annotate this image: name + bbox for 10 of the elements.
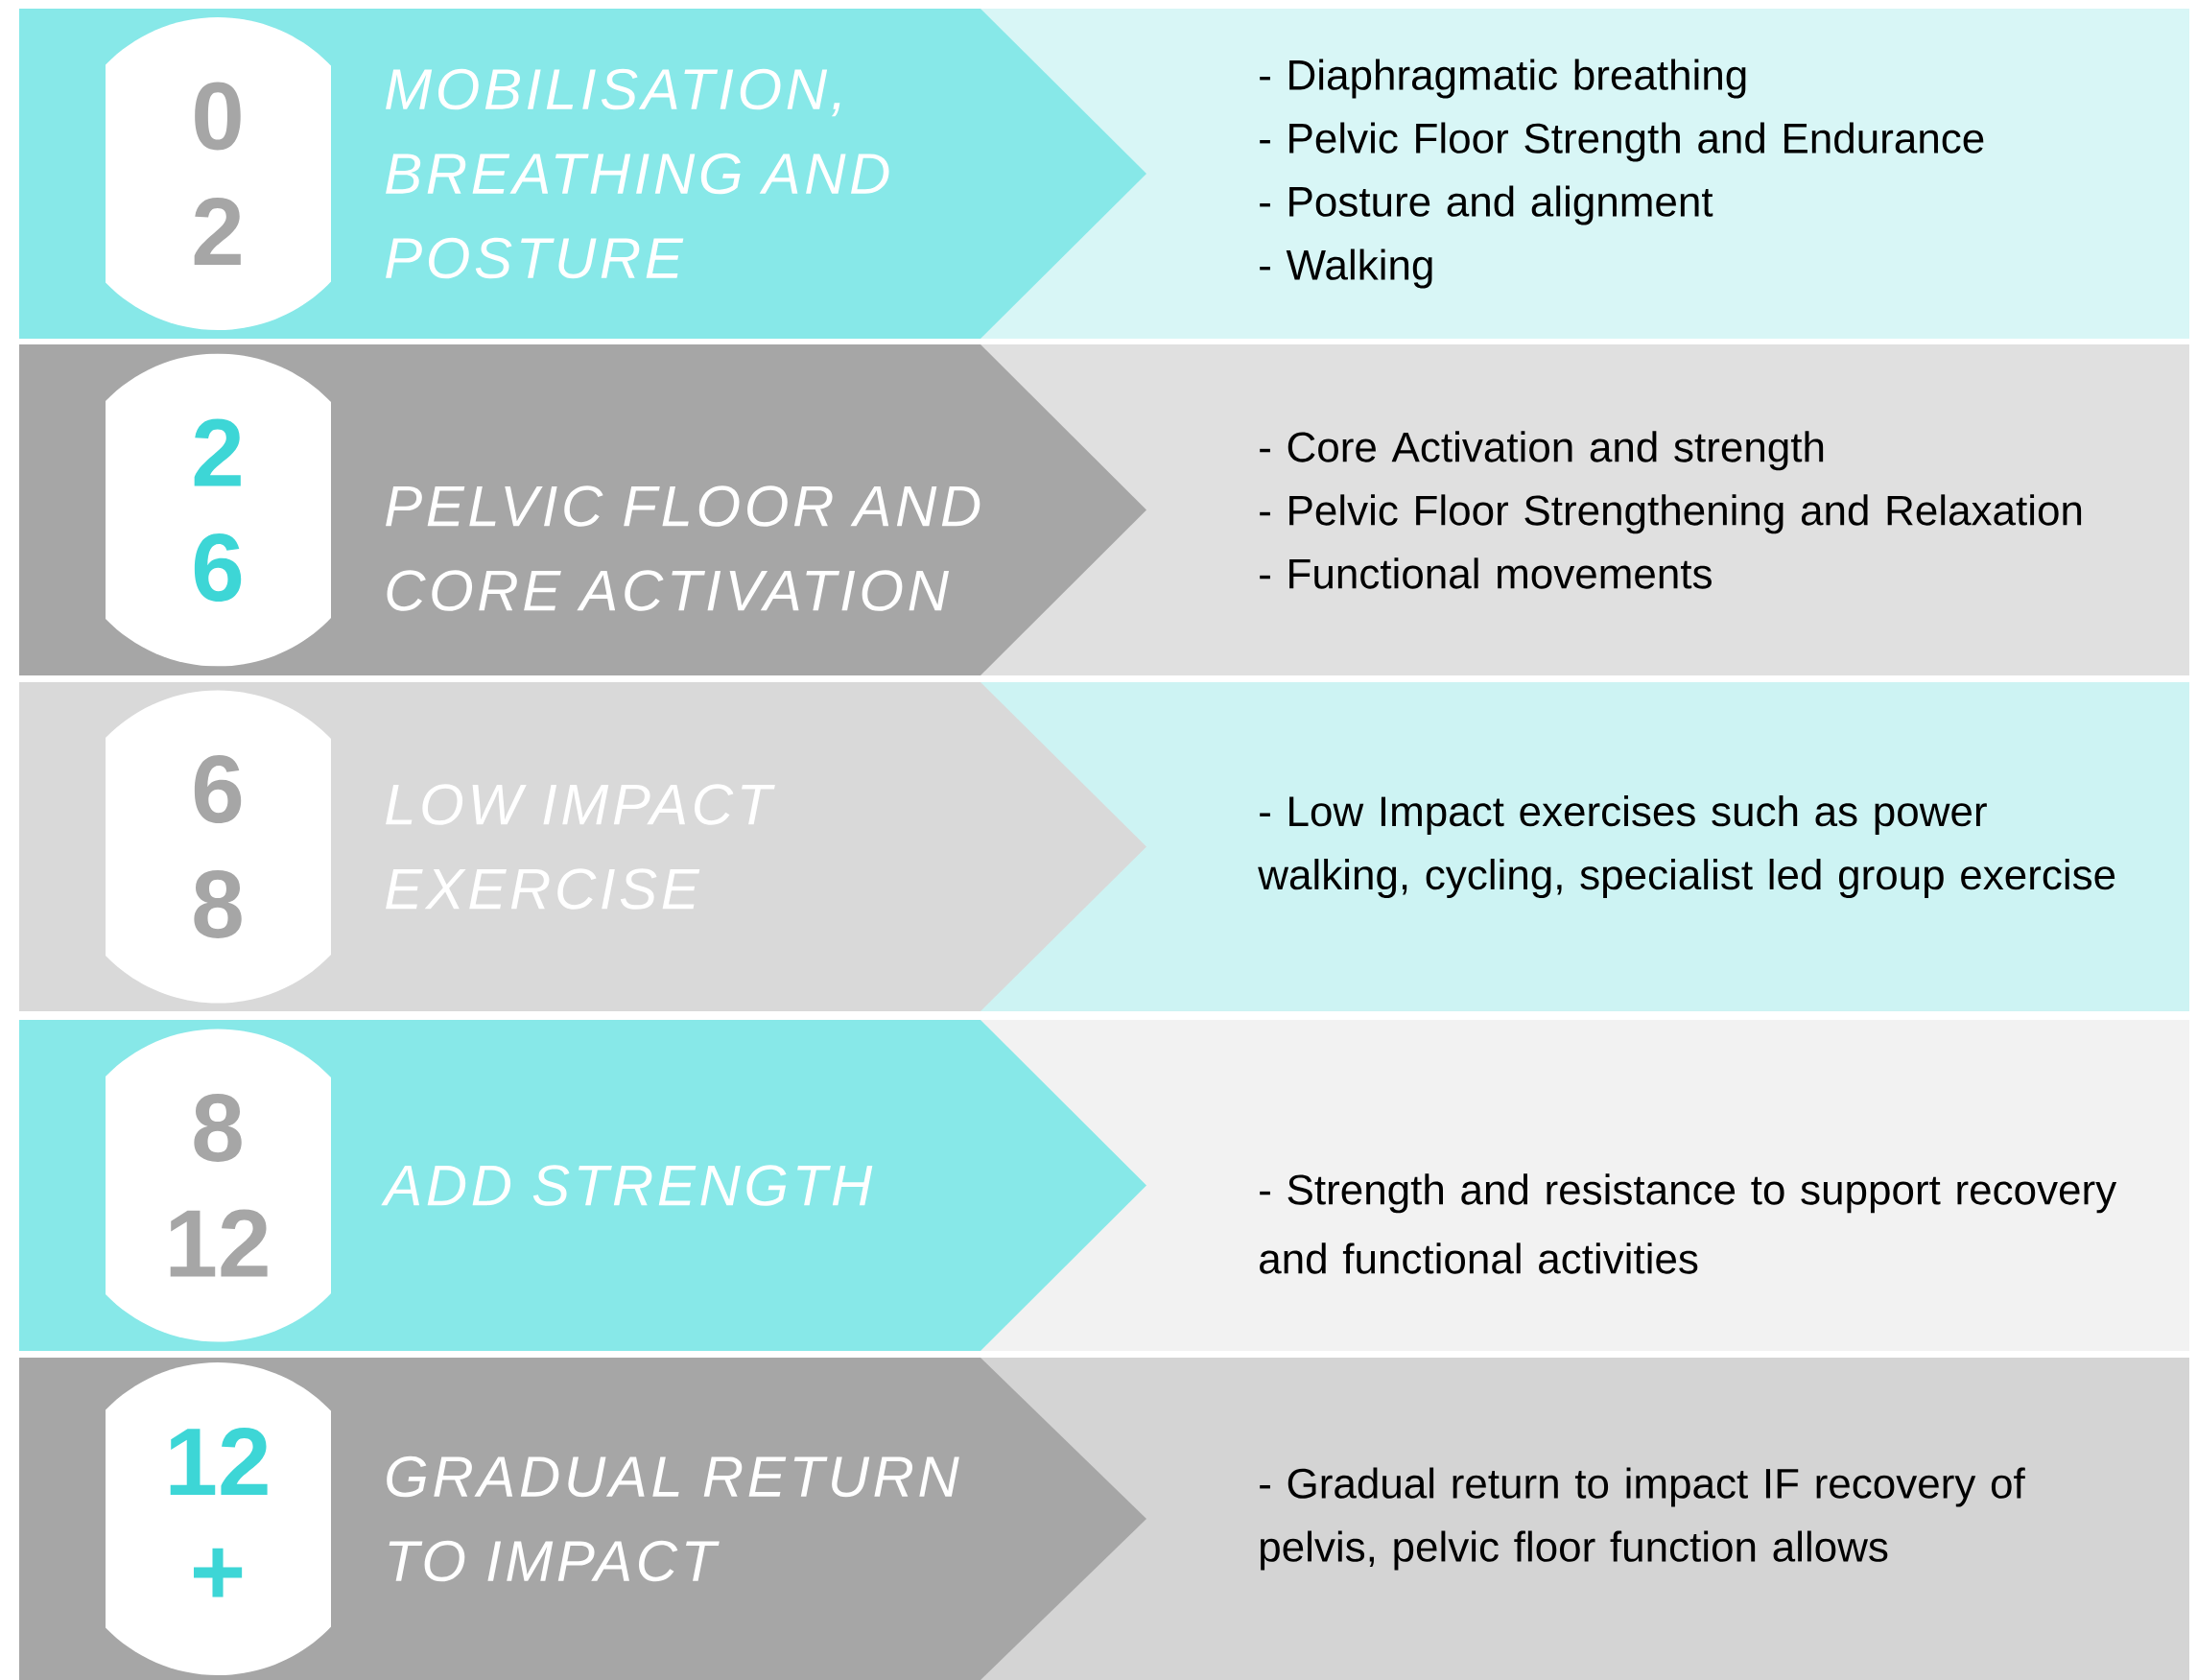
number-badge: 2 6 bbox=[106, 353, 331, 667]
number-badge: 8 12 bbox=[106, 1029, 331, 1342]
text-panel: - Strength and resistance to support recovery and functional activities bbox=[980, 1020, 2190, 1351]
text-panel: - Gradual return to impact IF recovery of pelvis, pelvic floor function allows bbox=[980, 1358, 2190, 1680]
text-panel: - Low Impact exercises such as power walking, cycling, specialist led group exercise bbox=[980, 682, 2190, 1011]
text-panel: - Diaphragmatic breathing - Pelvic Floor Strength and Endurance - Posture and alignment - Walking bbox=[980, 9, 2190, 339]
text-panel: - Core Activation and strength - Pelvic Floor Strengthening and Relaxation - Functional movements bbox=[980, 344, 2190, 675]
number-badge: 6 8 bbox=[106, 690, 331, 1004]
number-badge: 12 + bbox=[106, 1362, 331, 1675]
number-badge: 0 2 bbox=[106, 17, 331, 330]
